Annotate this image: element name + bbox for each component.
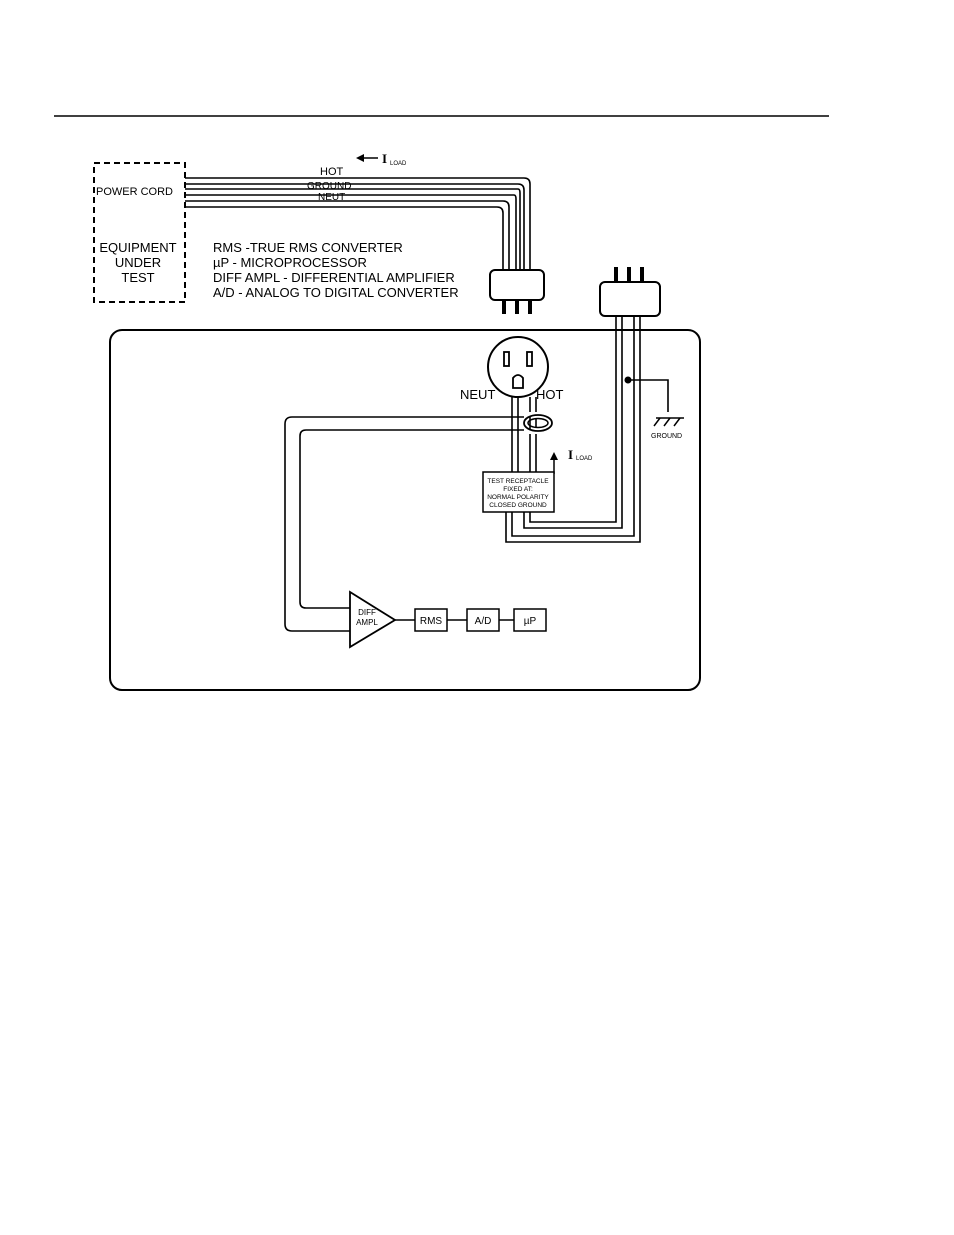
receptacle-hot-label: HOT [536, 387, 564, 402]
test-receptacle-line3: NORMAL POLARITY [487, 494, 549, 501]
rms-block [414, 608, 448, 632]
plug-icon [489, 269, 545, 314]
rms-block-label: RMS [420, 616, 443, 627]
test-receptacle-box [482, 471, 555, 513]
iload-top-sub: LOAD [390, 161, 407, 167]
receptacle-neut-label: NEUT [460, 387, 495, 402]
legend-up: µP - MICROPROCESSOR [213, 255, 367, 270]
hot-wire-label: HOT [320, 166, 344, 178]
hot-wire [185, 177, 531, 272]
iload-side-sub: LOAD [576, 456, 593, 462]
receptacle-wires [511, 397, 537, 472]
iload-top-symbol: I [382, 151, 387, 166]
ground-junction [624, 376, 632, 384]
ground-symbol-icon [653, 417, 684, 427]
ground-wire-label: GROUND [307, 181, 351, 192]
power-cord-label: POWER CORD [96, 186, 173, 198]
plug-icon [599, 267, 661, 317]
legend-rms: RMS -TRUE RMS CONVERTER [213, 240, 403, 255]
test-receptacle-line2: FIXED AT: [503, 486, 533, 493]
up-block [513, 608, 547, 632]
legend-ad: A/D - ANALOG TO DIGITAL CONVERTER [213, 285, 459, 300]
eut-label-line3: TEST [121, 270, 154, 285]
neut-wire [185, 200, 510, 272]
neut-wire-label: NEUT [318, 192, 345, 203]
arrow-up-icon [550, 452, 558, 474]
power-cord-wires [185, 177, 531, 272]
sense-wires [284, 416, 524, 632]
test-receptacle-line4: CLOSED GROUND [489, 502, 547, 509]
eut-box [93, 162, 186, 303]
arrow-left-icon [356, 154, 378, 162]
ground-wire [185, 188, 521, 272]
test-receptacle-line1: TEST RECEPTACLE [487, 478, 549, 485]
eut-label-line1: EQUIPMENT [99, 240, 176, 255]
ad-block-label: A/D [475, 616, 492, 627]
iload-side-symbol: I [568, 447, 573, 462]
current-transformer [523, 414, 553, 432]
up-block-label: µP [524, 616, 537, 627]
ground-symbol-label: GROUND [651, 433, 682, 440]
tester-line-wires [505, 316, 669, 543]
legend-diff-ampl: DIFF AMPL - DIFFERENTIAL AMPLIFIER [213, 270, 455, 285]
eut-label-line2: UNDER [115, 255, 161, 270]
ad-block [466, 608, 500, 632]
diff-ampl-line2: AMPL [356, 618, 378, 627]
diff-ampl-line1: DIFF [358, 608, 376, 617]
diff-amplifier [349, 590, 397, 649]
tester-enclosure [109, 329, 701, 691]
